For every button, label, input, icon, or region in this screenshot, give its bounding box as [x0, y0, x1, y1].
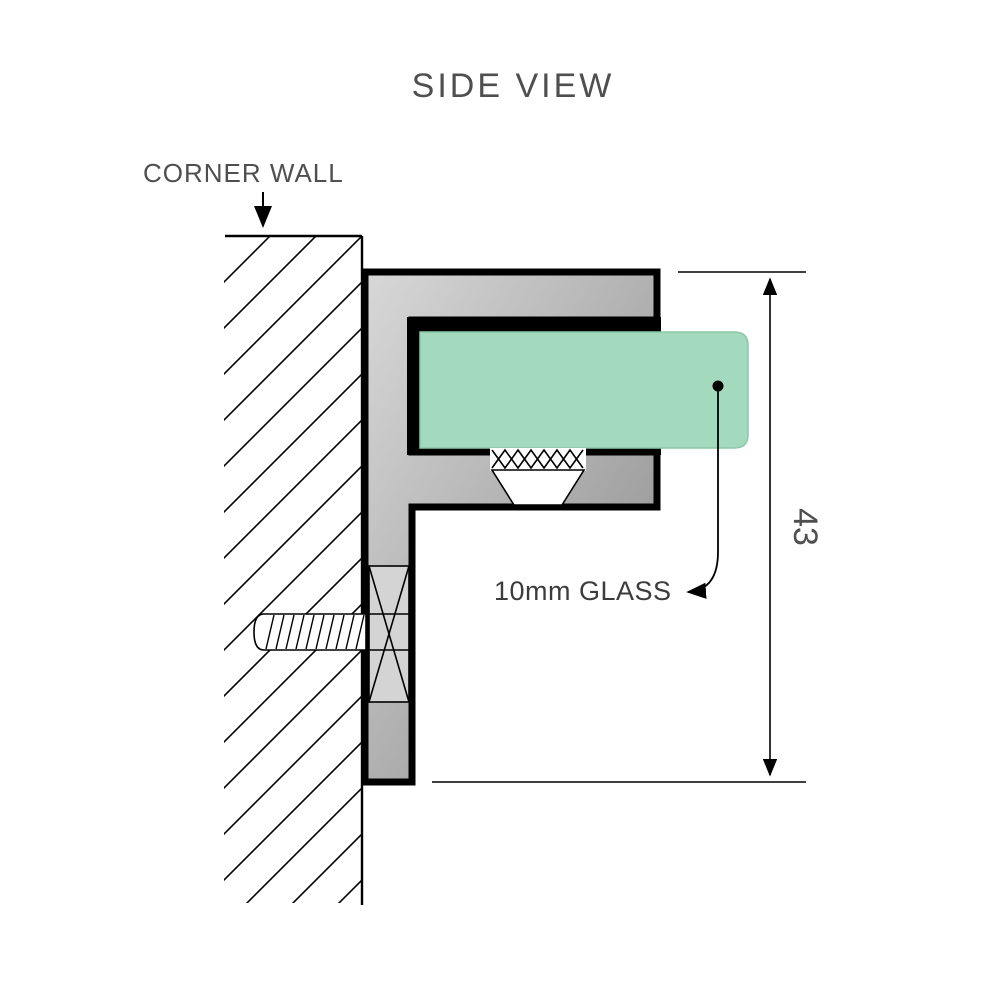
dimension-label: 43 [786, 508, 824, 546]
dimension-43: 43 [432, 271, 824, 783]
screw-head-cross-2 [368, 565, 410, 703]
grub-screw-cone [490, 469, 586, 506]
grub-screw-thread-zigzag-2 [491, 448, 584, 470]
screw-threads [265, 614, 365, 650]
corner-wall [224, 234, 364, 905]
wall-hatching [224, 237, 362, 903]
glass-leader-line [686, 391, 719, 599]
glass-callout: 10mm GLASS [494, 380, 724, 606]
mounting-screw [253, 565, 410, 703]
glass-label: 10mm GLASS [494, 576, 672, 606]
corner-wall-label: CORNER WALL [143, 158, 344, 188]
corner-wall-callout: CORNER WALL [143, 158, 344, 228]
page-title: SIDE VIEW [412, 67, 615, 105]
glass-panel [419, 331, 749, 449]
grub-screw [490, 448, 586, 506]
glass-leader-dot [712, 380, 724, 392]
